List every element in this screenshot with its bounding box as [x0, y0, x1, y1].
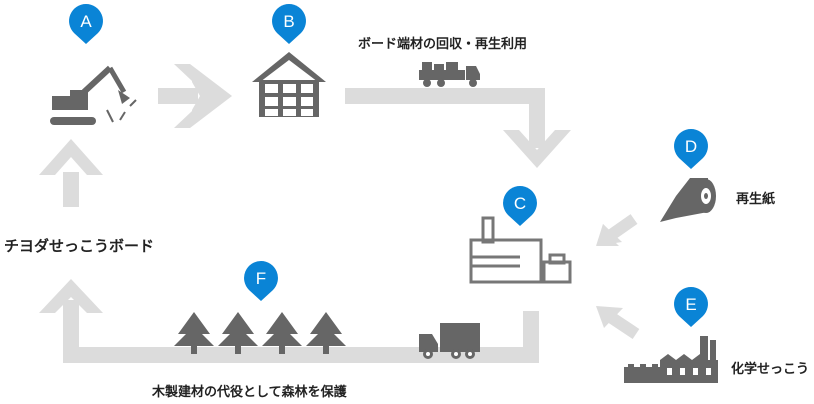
- house-icon: [252, 52, 326, 117]
- marker-c-letter: C: [514, 194, 526, 213]
- recycled-paper-label: 再生紙: [736, 192, 776, 207]
- forest-protection-label: 木製建材の代役として森林を保護: [152, 385, 347, 400]
- marker-b-letter: B: [283, 12, 294, 31]
- marker-d: D: [674, 129, 708, 169]
- delivery-truck-icon: [419, 323, 480, 359]
- marker-f-letter: F: [256, 269, 266, 288]
- flow-arrows: [39, 64, 640, 363]
- marker-e-letter: E: [685, 295, 696, 314]
- arrow-b-to-c: [345, 88, 571, 168]
- recycle-truck-icon: [419, 62, 480, 87]
- marker-a-letter: A: [80, 12, 92, 31]
- arrow-d-to-c: [596, 214, 638, 246]
- factory-icon: [469, 216, 572, 284]
- arrow-a-to-b: [158, 64, 232, 128]
- marker-d-letter: D: [685, 137, 697, 156]
- marker-e: E: [674, 287, 708, 327]
- forest-icon: [174, 312, 346, 354]
- arrow-e-to-c: [596, 306, 640, 339]
- tree-icon: [218, 312, 258, 354]
- paper-roll-icon: [660, 178, 716, 222]
- chemical-gypsum-label: 化学せっこう: [731, 362, 810, 377]
- tree-icon: [306, 312, 346, 354]
- marker-b: B: [272, 4, 306, 44]
- marker-f: F: [244, 261, 278, 301]
- product-label: チヨダせっこうボード: [4, 237, 155, 255]
- marker-c: C: [503, 186, 537, 226]
- chemical-factory-icon: [624, 336, 718, 383]
- board-recycle-label: ボード端材の回収・再生利用: [358, 37, 528, 52]
- tree-icon: [174, 312, 214, 354]
- marker-a: A: [69, 4, 103, 44]
- arrow-product-to-a: [39, 139, 103, 207]
- excavator-icon: [50, 65, 137, 125]
- tree-icon: [262, 312, 302, 354]
